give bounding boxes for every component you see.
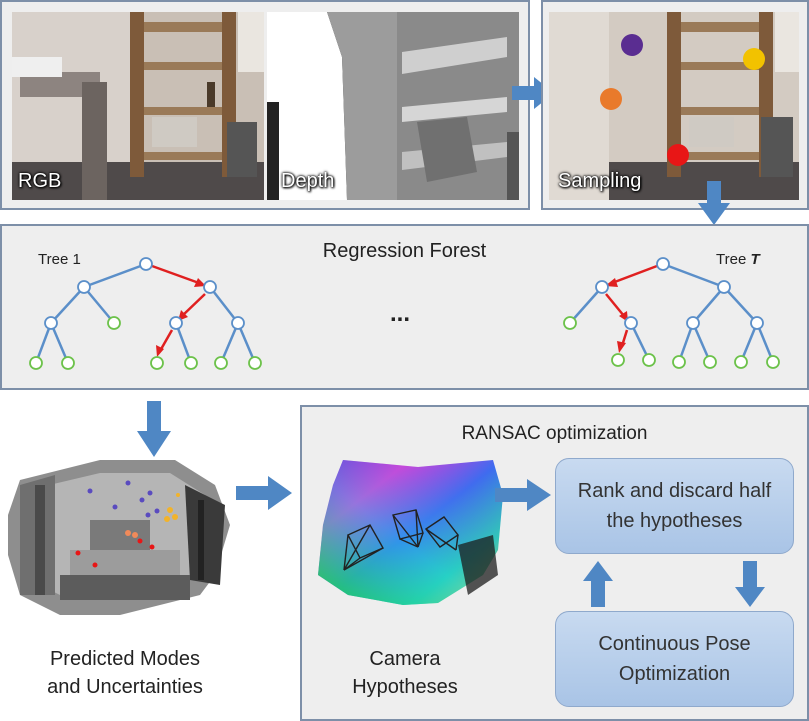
arrow-to-modes (137, 401, 171, 457)
arrow-to-ransac (236, 476, 292, 510)
camera-hypotheses-caption: Camera Hypotheses (330, 645, 480, 701)
ransac-title: RANSAC optimization (461, 423, 648, 444)
predicted-modes-caption-line1: Predicted Modes (49, 648, 201, 670)
sampling-image (549, 12, 799, 200)
rgb-label: RGB (18, 170, 62, 192)
tree-last (563, 257, 780, 369)
camera-hypotheses-caption-line1: Camera (369, 648, 441, 670)
sample-point-purple (621, 34, 643, 56)
sampling-label: Sampling (558, 170, 642, 192)
depth-image (267, 12, 519, 200)
predicted-modes-scene (8, 460, 230, 615)
tree-last-label: Tree T (716, 251, 760, 268)
forest-ellipsis: ... (389, 300, 410, 327)
rank-discard-box: Rank and discard half the hypotheses (555, 458, 794, 554)
continuous-pose-box: Continuous Pose Optimization (555, 611, 794, 707)
tree-first-label: Tree 1 (38, 251, 81, 268)
sample-point-red (667, 144, 689, 166)
arrow-rank-to-pose (735, 561, 765, 607)
sample-points (600, 34, 765, 166)
rgb-image (12, 12, 264, 200)
sample-point-yellow (743, 48, 765, 70)
camera-hypotheses-scene (318, 460, 503, 605)
sample-point-orange (600, 88, 622, 110)
arrow-pose-to-rank (583, 561, 613, 607)
depth-label: Depth (281, 170, 335, 192)
forest-title: Regression Forest (322, 240, 487, 262)
tree-first (29, 257, 262, 370)
arrow-to-rank (495, 479, 551, 511)
arrow-to-forest (698, 181, 730, 225)
camera-hypotheses-caption-line2: Hypotheses (352, 676, 458, 698)
predicted-modes-caption: Predicted Modes and Uncertainties (10, 645, 240, 701)
predicted-modes-caption-line2: and Uncertainties (47, 676, 203, 698)
